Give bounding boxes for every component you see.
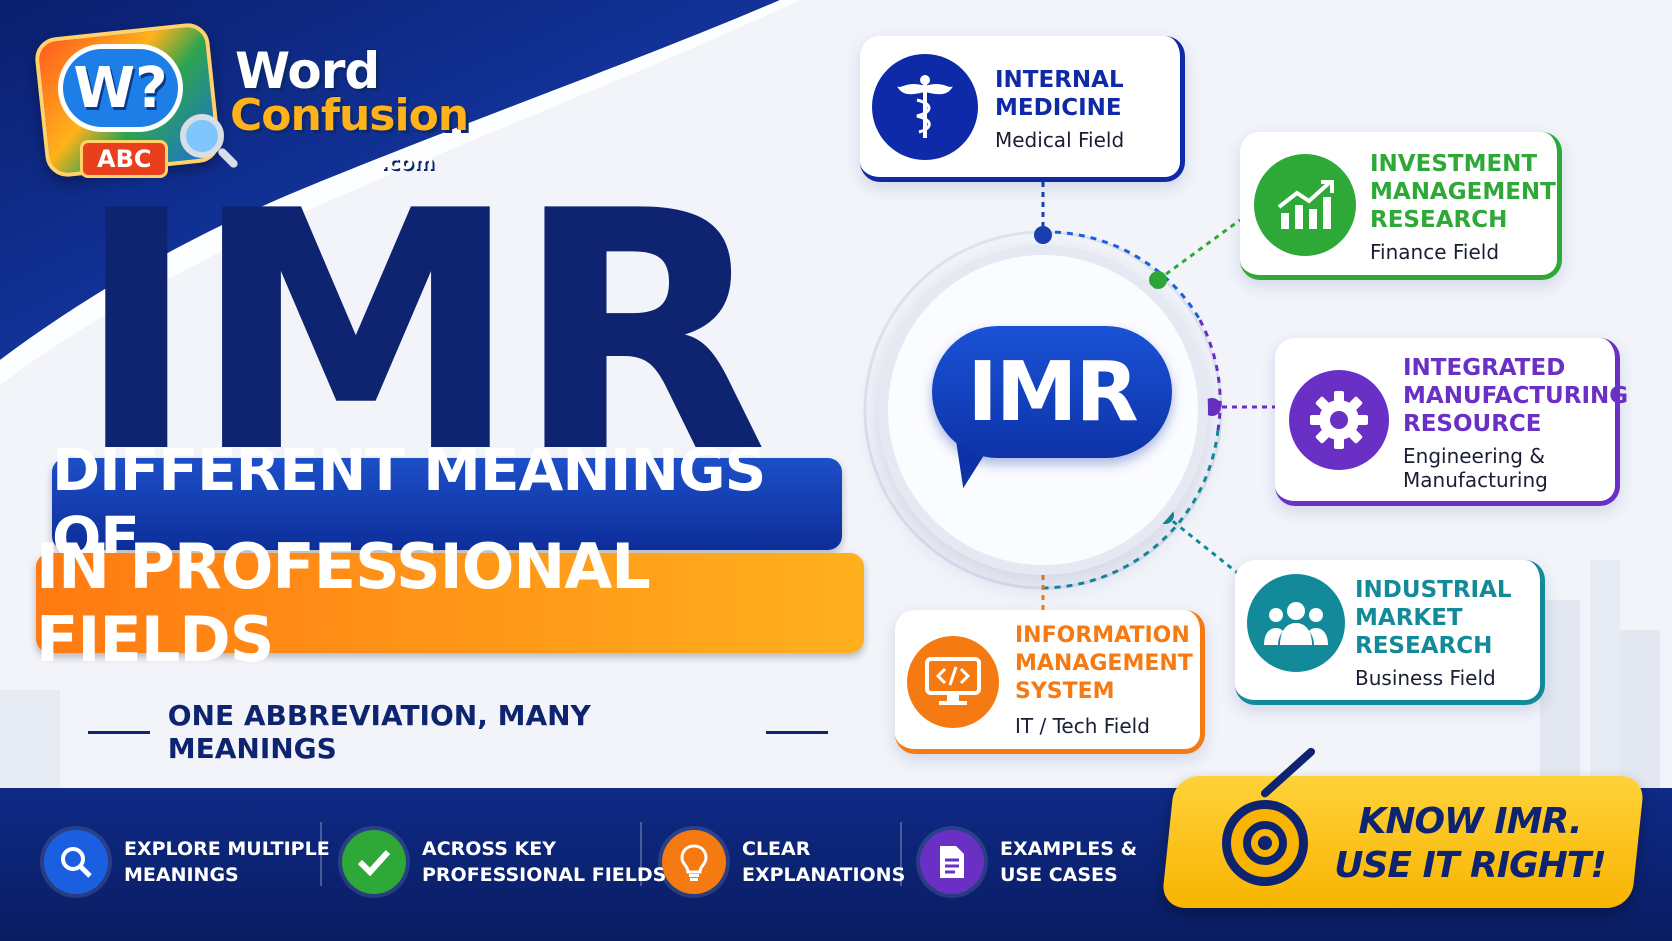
feature-line-1: ACROSS KEY bbox=[422, 838, 557, 860]
tagline-dash-right bbox=[766, 730, 828, 734]
search-icon bbox=[44, 830, 108, 894]
card-title-line-1: INFORMATION bbox=[1015, 623, 1190, 648]
center-imr-bubble: IMR bbox=[932, 326, 1172, 458]
gear-icon bbox=[1289, 370, 1389, 470]
card-title-line-1: INDUSTRIAL bbox=[1355, 577, 1512, 603]
logo-confusion-text: Confusion bbox=[230, 90, 469, 141]
target-icon bbox=[1222, 800, 1308, 886]
feature-line-1: CLEAR bbox=[742, 838, 811, 860]
card-integrated-manufacturing-resource: INTEGRATED MANUFACTURING RESOURCE Engine… bbox=[1275, 338, 1628, 506]
cta-text: KNOW IMR. USE IT RIGHT! bbox=[1320, 800, 1620, 888]
monitor-code-icon bbox=[907, 636, 999, 728]
card-title-line-1: INTEGRATED bbox=[1403, 355, 1566, 381]
card-title-line-2: MANUFACTURING bbox=[1403, 383, 1629, 409]
feature-line-1: EXAMPLES & bbox=[1000, 838, 1138, 860]
feature-line-2: MEANINGS bbox=[124, 864, 239, 886]
feature-examples: EXAMPLES & USE CASES bbox=[920, 820, 1137, 904]
card-title-line-2: MEDICINE bbox=[995, 95, 1122, 121]
feature-clear-explanations: CLEAR EXPLANATIONS bbox=[662, 820, 905, 904]
card-title-line-3: RESOURCE bbox=[1403, 411, 1542, 437]
feature-across-fields: ACROSS KEY PROFESSIONAL FIELDS bbox=[342, 820, 666, 904]
feature-line-1: EXPLORE MULTIPLE bbox=[124, 838, 330, 860]
feature-explore: EXPLORE MULTIPLE MEANINGS bbox=[44, 820, 330, 904]
feature-divider bbox=[640, 822, 642, 886]
card-field: Finance Field bbox=[1370, 240, 1500, 264]
card-field-line-2: Manufacturing bbox=[1403, 468, 1548, 492]
logo-word-text: Word bbox=[235, 42, 380, 100]
card-title-line-2: MANAGEMENT bbox=[1370, 179, 1556, 205]
feature-line-2: USE CASES bbox=[1000, 864, 1118, 886]
card-field-line-1: Engineering & bbox=[1403, 444, 1545, 468]
card-internal-medicine: INTERNAL MEDICINE Medical Field bbox=[860, 36, 1185, 182]
card-title-line-1: INVESTMENT bbox=[1370, 151, 1538, 177]
card-title-line-2: MARKET bbox=[1355, 605, 1463, 631]
feature-divider bbox=[320, 822, 322, 886]
main-title: IMR bbox=[75, 141, 768, 525]
card-field: IT / Tech Field bbox=[1015, 714, 1150, 738]
card-title-line-3: RESEARCH bbox=[1355, 633, 1493, 659]
feature-line-2: EXPLANATIONS bbox=[742, 864, 906, 886]
lightbulb-icon bbox=[662, 830, 726, 894]
card-title-line-3: RESEARCH bbox=[1370, 207, 1508, 233]
cta-line-1: KNOW IMR. bbox=[1358, 801, 1582, 842]
card-title-line-3: SYSTEM bbox=[1015, 679, 1115, 704]
document-icon bbox=[920, 830, 984, 894]
wordconfusion-logo: W? ABC Word Confusion .com bbox=[30, 21, 469, 179]
tagline-text: ONE ABBREVIATION, MANY MEANINGS bbox=[167, 699, 591, 765]
card-field: Medical Field bbox=[995, 128, 1125, 152]
checkmark-icon bbox=[342, 830, 406, 894]
cta-line-2: USE IT RIGHT! bbox=[1334, 845, 1607, 886]
tagline: ONE ABBREVIATION, MANY MEANINGS bbox=[88, 699, 828, 765]
caduceus-icon bbox=[872, 54, 978, 160]
logo-abc-tag: ABC bbox=[80, 140, 169, 178]
logo-speech-bubble: W? bbox=[58, 44, 183, 132]
card-title-line-2: MANAGEMENT bbox=[1015, 651, 1193, 676]
feature-line-2: PROFESSIONAL FIELDS bbox=[422, 864, 667, 886]
magnifier-icon bbox=[180, 114, 224, 158]
growth-chart-icon bbox=[1254, 154, 1356, 256]
card-title-line-1: INTERNAL bbox=[995, 67, 1124, 93]
card-investment-management-research: INVESTMENT MANAGEMENT RESEARCH Finance F… bbox=[1240, 132, 1562, 280]
card-industrial-market-research: INDUSTRIAL MARKET RESEARCH Business Fiel… bbox=[1235, 560, 1545, 705]
logo-domain-text: .com bbox=[380, 150, 435, 174]
card-information-management-system: INFORMATION MANAGEMENT SYSTEM IT / Tech … bbox=[895, 610, 1205, 754]
feature-divider bbox=[900, 822, 902, 886]
card-field: Business Field bbox=[1355, 666, 1496, 690]
tagline-dash-left bbox=[88, 730, 150, 734]
users-group-icon bbox=[1247, 574, 1345, 672]
